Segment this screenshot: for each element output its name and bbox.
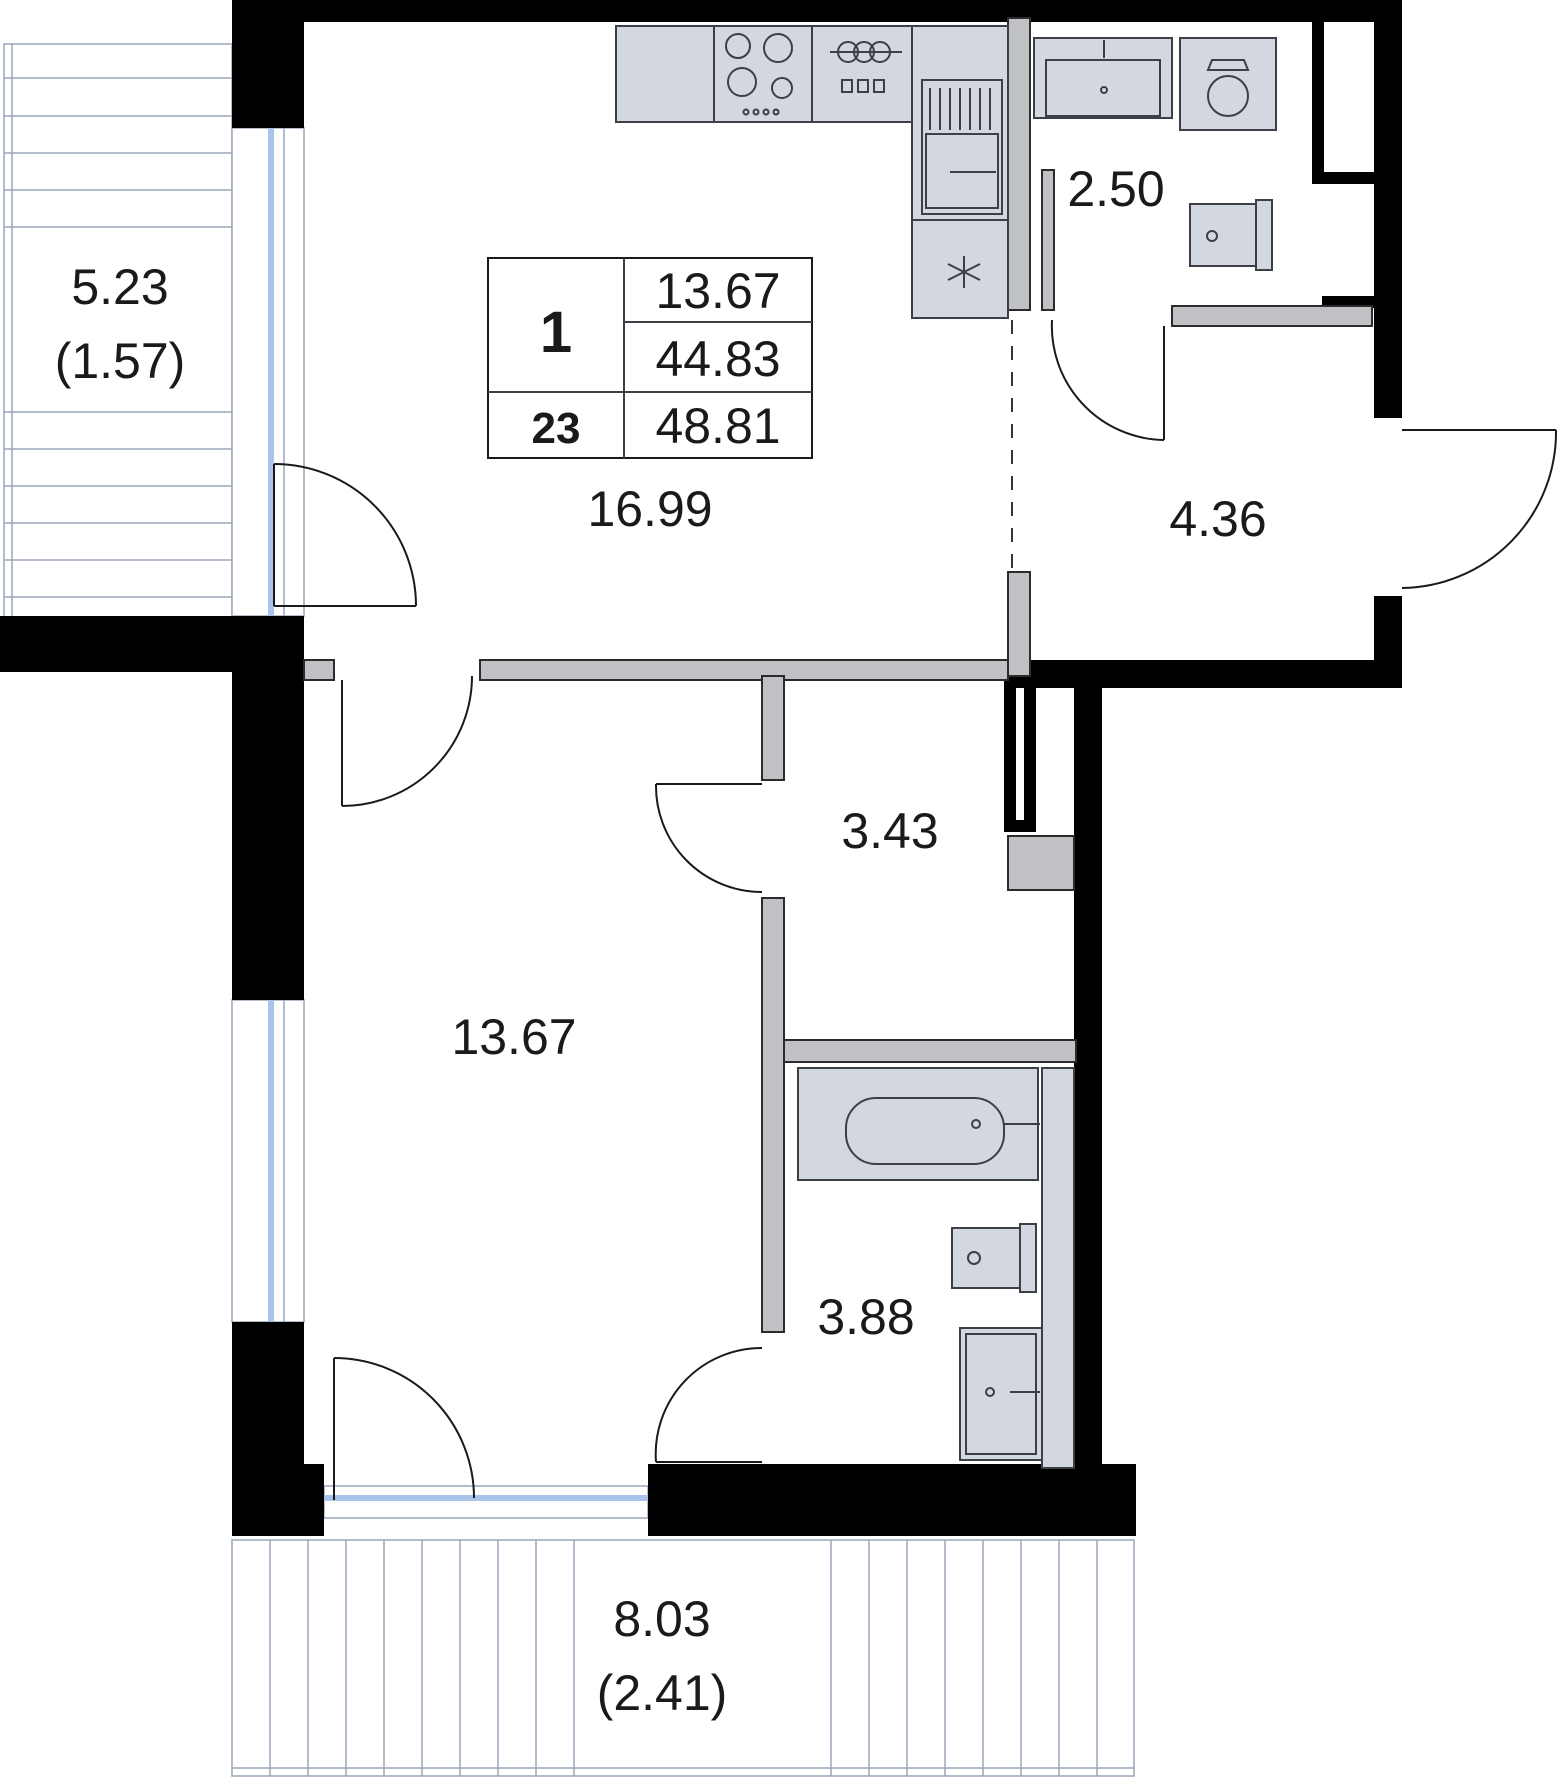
storage-sink-icon — [1033, 37, 1173, 119]
total-area: 44.83 — [655, 331, 780, 387]
door-storage[interactable] — [1050, 319, 1165, 441]
washing-machine-icon — [1179, 37, 1277, 131]
living-area: 13.67 — [655, 263, 780, 319]
balcony-bottom-coef: (2.41) — [597, 1665, 728, 1721]
partitions — [303, 17, 1373, 1333]
room-labels: 16.99 2.50 4.36 3.43 13.67 3.88 5.23 (1.… — [55, 161, 1267, 1721]
storage-area: 2.50 — [1067, 161, 1164, 217]
floor-number: 23 — [532, 404, 581, 453]
washbasin-icon — [959, 1327, 1043, 1461]
balcony-left — [3, 43, 233, 645]
stove-icon — [725, 33, 793, 116]
fridge-icon — [912, 219, 1008, 288]
dishwasher-icon — [830, 41, 902, 93]
sink-icon — [921, 79, 1003, 215]
kitchen-area: 16.99 — [587, 481, 712, 537]
bedroom-area: 13.67 — [451, 1009, 576, 1065]
door-bedroom[interactable] — [341, 675, 473, 807]
window-kitchen — [231, 127, 305, 617]
apartment-summary: 1 23 13.67 44.83 48.81 — [487, 257, 813, 459]
window-bedroom — [231, 999, 305, 1323]
hall-area: 4.36 — [1169, 491, 1266, 547]
balcony-left-area: 5.23 — [71, 259, 168, 315]
exterior-walls — [0, 0, 1402, 1536]
bath-side-counter — [1041, 1067, 1075, 1469]
door-balcony-left[interactable] — [273, 463, 417, 607]
toilet-bathroom-icon — [951, 1223, 1037, 1293]
balcony-bottom — [231, 1539, 1135, 1777]
closet-area: 3.43 — [841, 803, 938, 859]
balcony-left-coef: (1.57) — [55, 333, 186, 389]
bathroom-area: 3.88 — [817, 1289, 914, 1345]
window-bedroom-door — [323, 1485, 649, 1519]
door-bathroom[interactable] — [654, 1346, 763, 1463]
toilet-icon — [1189, 199, 1273, 271]
bathtub-icon — [797, 1067, 1040, 1181]
door-closet[interactable] — [654, 783, 763, 893]
door-balcony-bottom[interactable] — [333, 1357, 475, 1500]
balcony-bottom-area: 8.03 — [613, 1591, 710, 1647]
total-area-with-balconies: 48.81 — [655, 398, 780, 454]
door-entrance[interactable] — [1401, 429, 1558, 589]
rooms-count: 1 — [540, 300, 572, 365]
